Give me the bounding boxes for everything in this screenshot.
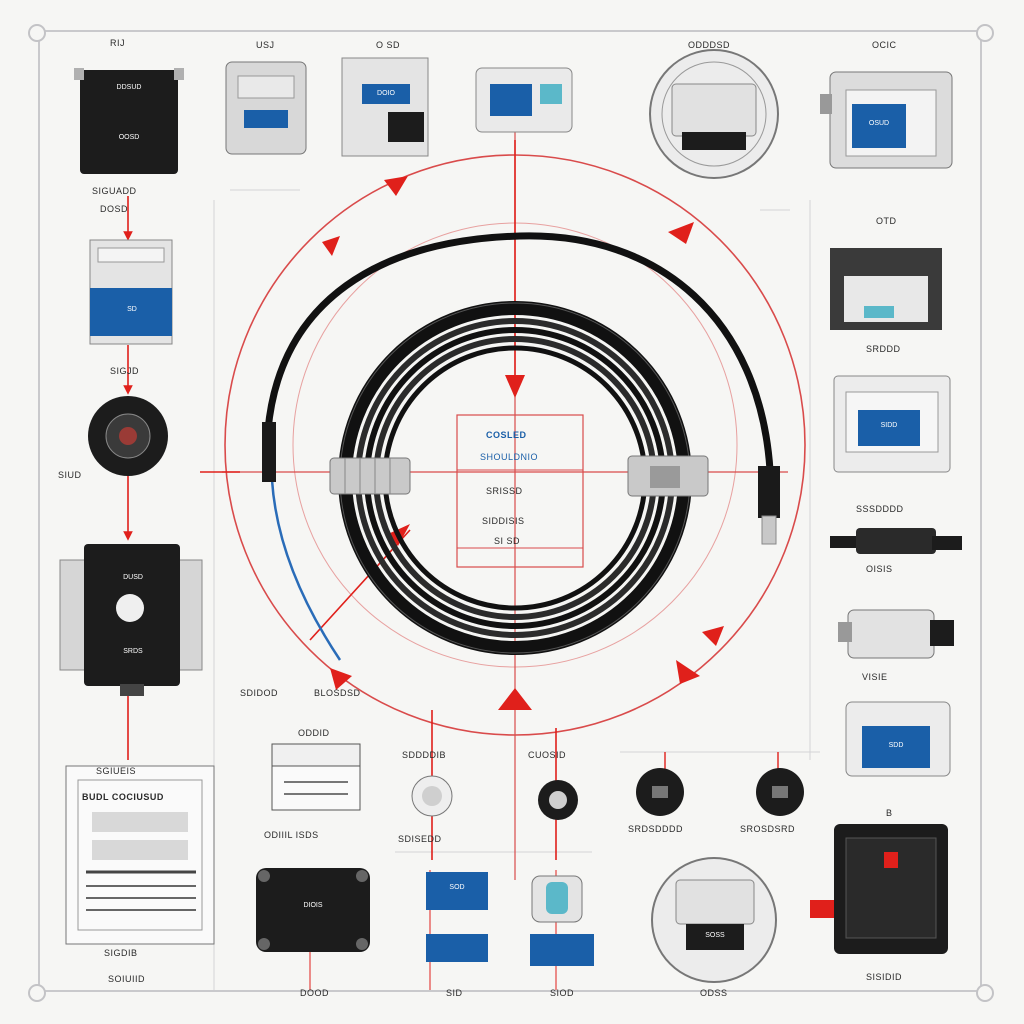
- screen-text: OSUD: [868, 120, 890, 127]
- label-bottom5: ODSS: [700, 988, 728, 998]
- screen-text: SD: [127, 306, 137, 313]
- label-bottom3: SID: [446, 988, 463, 998]
- label-bottom1: SOIUIID: [108, 974, 146, 984]
- device-control-box: [59, 544, 203, 696]
- center-box: [456, 414, 584, 568]
- corner-marker: [976, 984, 994, 1002]
- label-mid1: SDIDOD: [240, 688, 279, 698]
- device-right-black-panel: [810, 824, 948, 954]
- device-small-round: [411, 775, 453, 817]
- label-mid5: ODDID: [298, 728, 330, 738]
- device-right-screen-box: [833, 375, 951, 473]
- label-top3: O SD: [376, 40, 401, 50]
- corner-marker: [976, 24, 994, 42]
- device-top-connector: [475, 67, 573, 133]
- screen-text: SOD: [449, 884, 465, 891]
- device-top-right-box: [820, 71, 953, 169]
- device-right-plug: [838, 609, 954, 659]
- device-black-terminal: [256, 868, 370, 952]
- screen-text: SDD: [888, 742, 904, 749]
- arrow-marker: [676, 660, 700, 684]
- label-mid7: SROSDSRD: [740, 824, 796, 834]
- panel-title: BUDL COCIUSUD: [82, 792, 164, 802]
- label-mid4: CUOSID: [528, 750, 567, 760]
- device-black-plug: [756, 768, 804, 816]
- device-round-sensor: [88, 396, 168, 476]
- arrow-marker: [498, 688, 532, 710]
- label-left6: SIGDIB: [104, 948, 138, 958]
- cable-clamp: [329, 457, 411, 495]
- screen-text: SRDS: [123, 648, 143, 655]
- arrow-marker: [702, 626, 724, 646]
- label-mid6: SRDSDDDD: [628, 824, 684, 834]
- arrow-marker: [384, 176, 408, 196]
- device-top-meter: [225, 61, 307, 155]
- label-bottom2: DOOD: [300, 988, 329, 998]
- screen-text: DUSD: [123, 574, 143, 581]
- screen-text: DIOIS: [303, 902, 323, 909]
- center-label-1: COSLED: [486, 430, 527, 440]
- label-right5: OISIS: [866, 564, 893, 574]
- screen-text: SOSS: [705, 932, 725, 939]
- device-round-housing: [651, 857, 777, 983]
- center-label-4: SIDDISIS: [482, 516, 525, 526]
- device-black-module: [74, 68, 184, 174]
- cable-end-right: [758, 466, 780, 518]
- label-left3: SIGJD: [110, 366, 140, 376]
- label-box1: ODIIIL ISDS: [264, 830, 319, 840]
- arrow-marker: [330, 668, 352, 690]
- label-right4: SSSDDDD: [856, 504, 904, 514]
- device-right-inline-connector: [830, 528, 962, 554]
- label-top5: ODDDSD: [688, 40, 731, 50]
- label-top2: USJ: [256, 40, 275, 50]
- label-bottom4: SIOD: [550, 988, 575, 998]
- label-right7: B: [886, 808, 893, 818]
- label-box2: SDISEDD: [398, 834, 442, 844]
- screen-text: DOIO: [377, 90, 395, 97]
- device-teal-sensor: [530, 875, 594, 966]
- screen-text: OOSD: [118, 134, 140, 141]
- label-left2: DOSD: [100, 204, 129, 214]
- device-blue-tags: [426, 872, 488, 962]
- arrow-marker: [322, 236, 340, 256]
- label-left5: SGIUEIS: [96, 766, 137, 776]
- cable-clamp: [627, 455, 709, 497]
- center-label-3: SRISSD: [486, 486, 523, 496]
- arrow-marker: [505, 375, 525, 398]
- arrow-marker: [668, 222, 694, 244]
- device-small-knob: [538, 780, 578, 820]
- center-label-2: SHOULDNIO: [480, 452, 539, 462]
- label-top1: RIJ: [110, 38, 125, 48]
- cable-end-left: [262, 422, 276, 482]
- label-top6: OCIC: [872, 40, 897, 50]
- label-left1-caption: SIGUADD: [92, 186, 137, 196]
- label-bottom6: SISIDID: [866, 972, 903, 982]
- cable-lead: [264, 232, 774, 471]
- device-top-round-gauge: [649, 49, 779, 179]
- label-mid3: SDDDDIB: [402, 750, 447, 760]
- screen-text: SIDD: [880, 422, 898, 429]
- device-top-panel: [341, 57, 429, 157]
- label-right6: VISIE: [862, 672, 888, 682]
- device-label-card: [271, 743, 361, 811]
- corner-marker: [28, 24, 46, 42]
- diagram-frame: [38, 30, 982, 992]
- label-left4: SIUD: [58, 470, 82, 480]
- blue-wire: [270, 479, 342, 661]
- screen-text: DDSUD: [116, 84, 142, 91]
- label-mid2: BLOSDSD: [314, 688, 361, 698]
- device-label-panel: [65, 765, 215, 945]
- center-label-5: SI SD: [494, 536, 521, 546]
- device-right-enclosure: [830, 248, 942, 330]
- device-black-plug: [636, 768, 684, 816]
- device-blue-panel: [89, 239, 173, 345]
- label-right3: SRDDD: [866, 344, 901, 354]
- label-right2: OTD: [876, 216, 897, 226]
- corner-marker: [28, 984, 46, 1002]
- connection-lines: [123, 140, 779, 990]
- device-right-blue-box: [845, 701, 951, 777]
